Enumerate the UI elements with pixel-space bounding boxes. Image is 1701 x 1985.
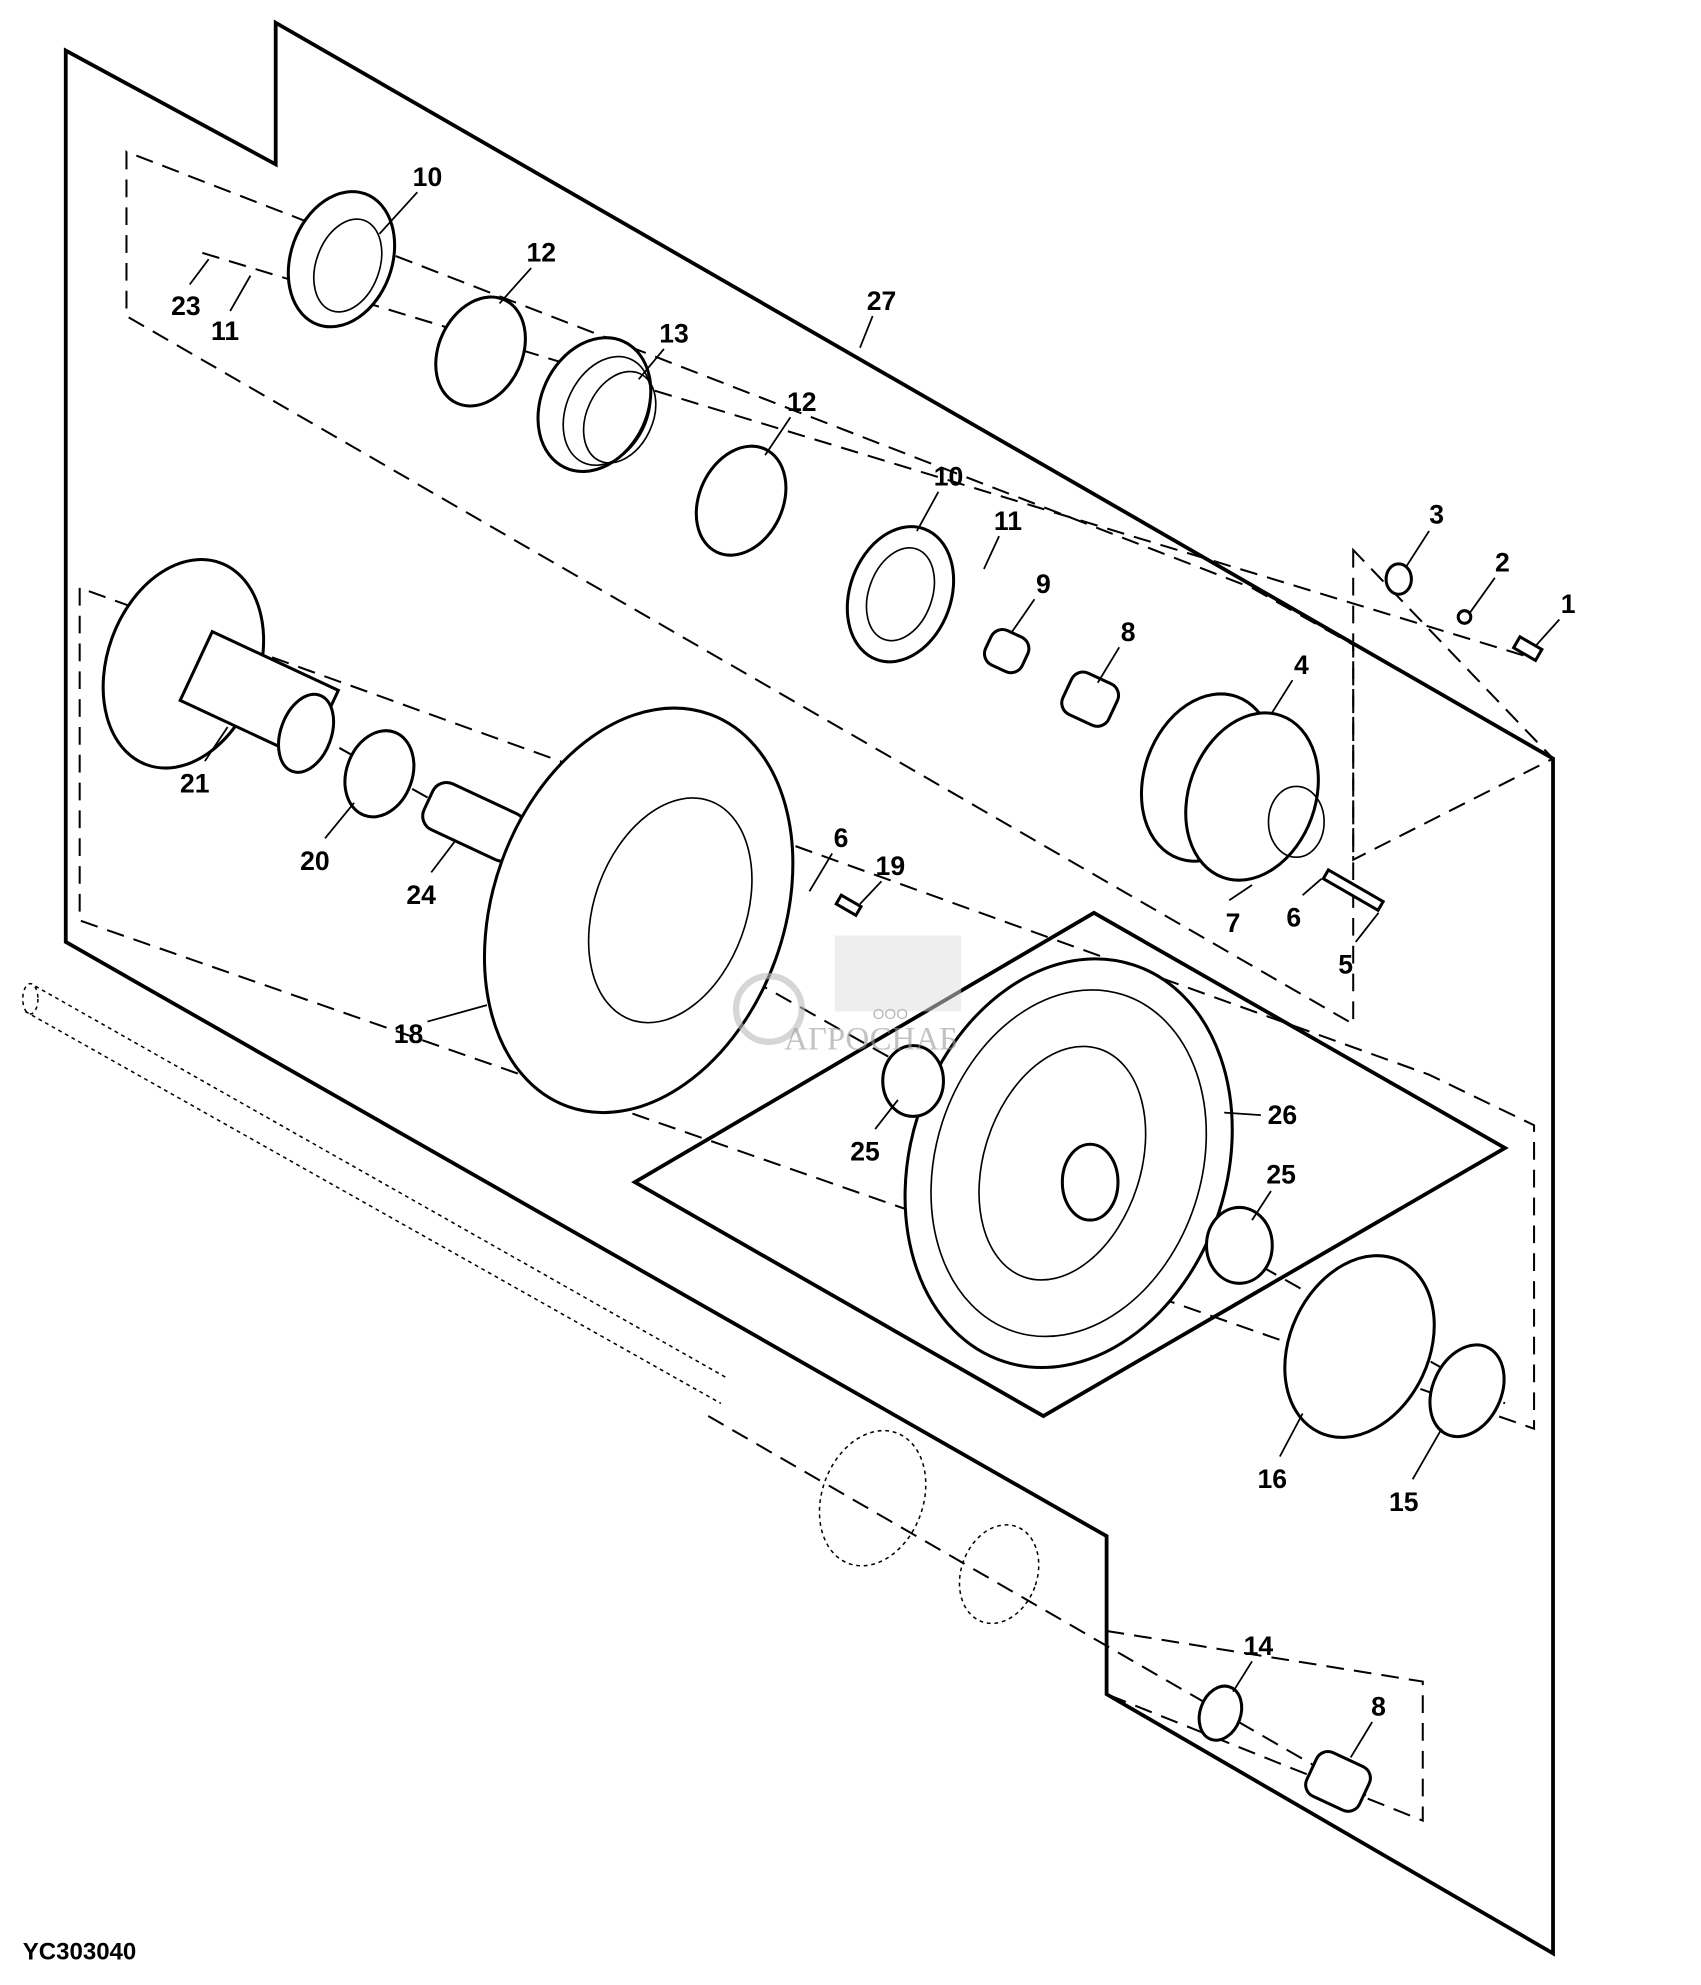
callout-15: 15	[1389, 1487, 1419, 1517]
callout-7: 7	[1226, 908, 1241, 938]
part-10-lower-housing	[845, 525, 956, 664]
part-1-bolt	[1511, 634, 1544, 663]
input-shaft-phantom	[22, 982, 728, 1405]
assembly-outline	[63, 19, 1555, 1957]
part-19-bolt	[834, 893, 864, 918]
part-9-bushing	[982, 628, 1031, 675]
watermark-prefix: ООО	[873, 1006, 909, 1023]
dashed-group-middle	[78, 586, 1536, 1431]
part-8-bushing	[1060, 670, 1121, 728]
axis-line-bottom	[707, 1415, 1367, 1797]
callout-19: 19	[876, 851, 906, 881]
part-13-spring	[536, 336, 657, 474]
callout-16: 16	[1258, 1464, 1288, 1494]
callout-1: 1	[1561, 589, 1576, 619]
callout-25: 25	[1266, 1159, 1296, 1189]
callout-8: 8	[1121, 617, 1136, 647]
callout-11: 11	[994, 506, 1022, 536]
callout-6: 6	[834, 823, 849, 853]
dashed-group-right	[1352, 547, 1555, 862]
part-12-ring-lower	[694, 444, 788, 557]
part-10-upper-housing	[286, 190, 397, 329]
part-25-bushing-left	[881, 1044, 945, 1118]
callout-8: 8	[1371, 1692, 1386, 1722]
callout-3: 3	[1429, 499, 1444, 529]
part-2-lock-washer	[1456, 609, 1473, 625]
watermark-name: АГРОСНАБ	[784, 1021, 958, 1057]
callout-23: 23	[171, 291, 201, 321]
part-4-pump-hub	[1139, 692, 1325, 882]
callout-26: 26	[1268, 1100, 1298, 1130]
axis-line-top	[202, 251, 1531, 659]
figure-code: YC303040	[23, 1939, 137, 1966]
dashed-group-bottom	[1105, 1629, 1424, 1823]
callout-12: 12	[787, 387, 817, 417]
part-8-bushing-lower	[1304, 1750, 1372, 1813]
callout-2: 2	[1495, 547, 1510, 577]
part-15-ring	[1428, 1343, 1506, 1439]
callout-27: 27	[867, 286, 897, 316]
agrosnab-watermark: ООО АГРОСНАБ	[732, 935, 962, 1057]
callout-9: 9	[1036, 569, 1051, 599]
part-21-flanged-shaft	[101, 557, 341, 774]
callout-20: 20	[300, 846, 330, 876]
part-14-seal	[1197, 1684, 1244, 1742]
part-25-bushing-right	[1204, 1205, 1274, 1285]
part-18-disc	[482, 706, 795, 1115]
callout-labels: 10 12 27 23 11 13 12 10 11 3 9 2 1 8 4 2…	[171, 162, 1576, 1722]
part-20-seal	[343, 729, 416, 819]
part-5-bolt	[1321, 867, 1386, 913]
callout-25: 25	[850, 1137, 880, 1167]
callout-24: 24	[406, 880, 436, 910]
flange-phantom	[818, 1429, 1040, 1625]
callout-18: 18	[394, 1019, 424, 1049]
callout-11: 11	[211, 316, 239, 346]
callout-14: 14	[1244, 1631, 1274, 1661]
callout-10: 10	[413, 162, 443, 192]
part-3-washer	[1384, 562, 1413, 596]
callout-4: 4	[1294, 650, 1309, 680]
part-16-ring	[1283, 1254, 1436, 1439]
callout-5: 5	[1338, 950, 1353, 980]
leader-lines	[188, 191, 1561, 1758]
part-26-converter	[903, 957, 1234, 1370]
callout-6: 6	[1286, 903, 1301, 933]
callout-10: 10	[934, 462, 964, 492]
callout-12: 12	[527, 238, 557, 268]
part-12-ring-upper	[434, 295, 527, 408]
callout-13: 13	[659, 319, 689, 349]
callout-21: 21	[180, 769, 210, 799]
